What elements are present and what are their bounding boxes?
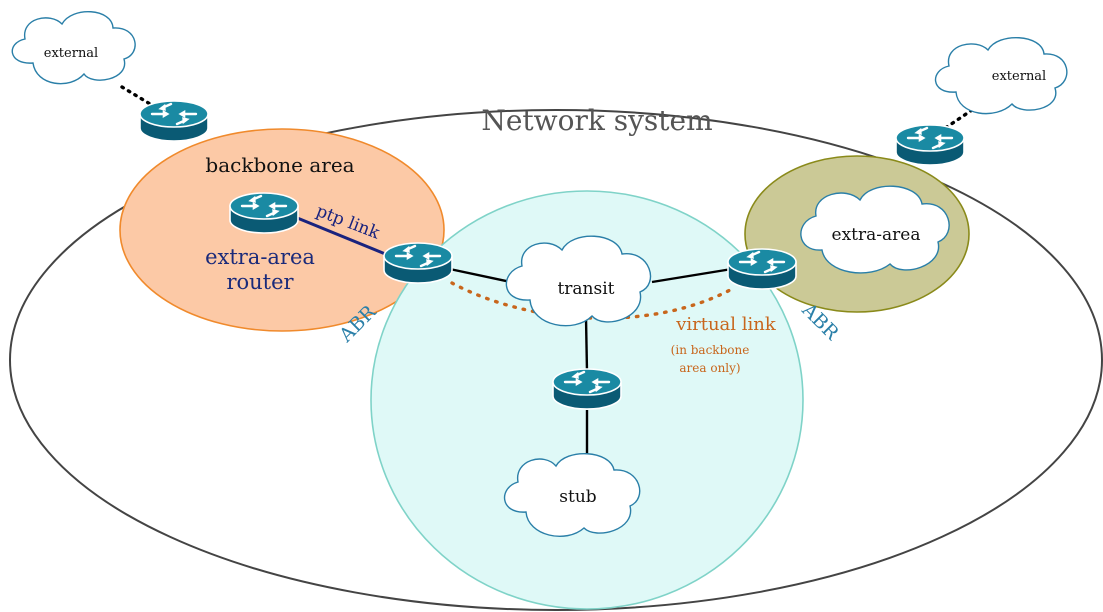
cloud-label: external [992,69,1046,84]
link-transit-internal [584,317,589,373]
network-system-title: Network system [481,104,712,137]
virtual-link-label: virtual link [675,314,777,335]
router-abr-left [382,241,454,285]
cloud-icon [505,235,652,327]
cloud-external-left: external [11,10,136,85]
router-abr-right [726,247,798,291]
router-icon [551,367,623,411]
router-internal-transit-stub [551,367,623,411]
backbone-area-label: backbone area [205,153,354,177]
router-extra-area-internal [228,191,300,235]
router-icon [382,241,454,285]
cloud-extra-area: extra-area [800,185,950,274]
extra-area-router-label-line1: extra-area [205,245,315,269]
network-system-boundary [9,109,1103,611]
virtual-link-note-line2: area only) [679,361,740,375]
cloud-icon [503,453,641,537]
router-icon [228,191,300,235]
link-transit-abr-right [651,266,739,284]
cloud-stub: stub [503,453,641,537]
cloud-icon [800,185,950,274]
router-external-left [138,99,210,143]
external-left-link [120,85,167,115]
cloud-label: transit [557,279,614,299]
router-icon [138,99,210,143]
router-external-right [894,123,966,167]
cloud-label: extra-area [832,225,921,245]
router-icon [894,123,966,167]
cloud-transit: transit [505,235,652,327]
virtual-link-note-line1: (in backbone [671,343,750,357]
cloud-label: external [44,46,98,61]
ptp-link-line [289,213,401,262]
cloud-external-right: external [934,37,1068,115]
cloud-icon [11,10,136,85]
cloud-icon [934,37,1068,115]
router-icon [726,247,798,291]
extra-area-router-label-line2: router [226,270,294,294]
cloud-label: stub [559,487,597,507]
